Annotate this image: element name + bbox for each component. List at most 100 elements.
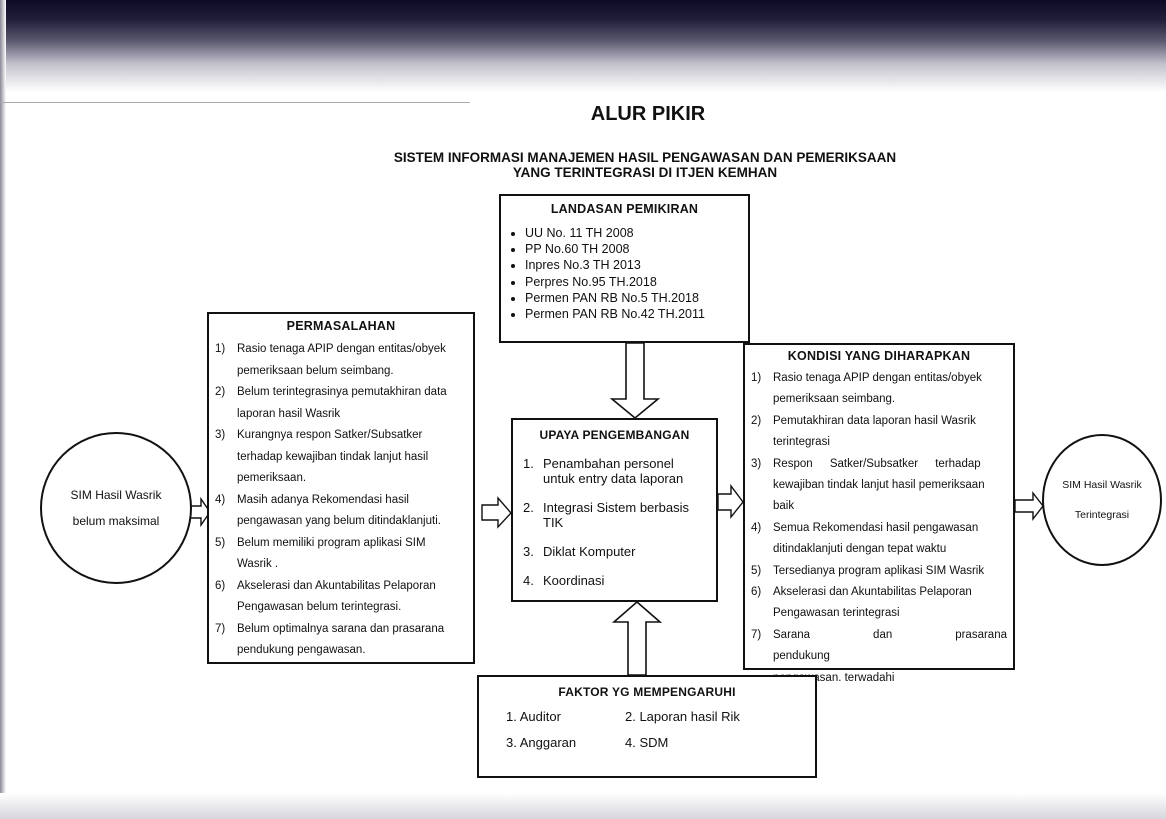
item-line: pemeriksaan belum seimbang. [237,364,394,377]
item-line: Akselerasi dan Akuntabilitas Pelaporan [773,586,972,599]
item-number: 3) [751,457,762,470]
arrow-right-permasalahan-to-upaya [481,496,512,529]
permasalahan-box: PERMASALAHAN 1)Rasio tenaga APIP dengan … [207,312,475,664]
permasalahan-item: 1)Rasio tenaga APIP dengan entitas/obyek… [215,339,467,382]
landasan-pemikiran-box: LANDASAN PEMIKIRAN UU No. 11 TH 2008 PP … [499,194,750,343]
landasan-list: UU No. 11 TH 2008 PP No.60 TH 2008 Inpre… [509,225,740,322]
item-line: Semua Rekomendasi hasil pengawasan [773,521,979,534]
scan-shadow-left [0,0,6,819]
item-line: laporan hasil Wasrik [237,407,341,420]
permasalahan-item: 4) Masih adanya Rekomendasi hasil pengawas… [215,490,467,533]
item-number: 3. [523,544,534,559]
landasan-item: UU No. 11 TH 2008 [525,225,740,241]
item-line: Diklat Komputer [543,544,636,559]
diagram-title: ALUR PIKIR [590,103,706,125]
faktor-item: 1. Auditor [506,709,561,724]
kondisi-item: 1) Rasio tenaga APIP dengan entitas/obyek… [751,368,1007,411]
item-number: 1. [523,456,534,471]
item-number: 7) [751,628,762,641]
item-number: 4. [523,573,534,588]
faktor-item: 3. Anggaran [506,735,577,750]
kondisi-item: 6) Akselerasi dan Akuntabilitas Pelaporan… [751,582,1007,625]
landasan-item: PP No.60 TH 2008 [525,241,740,257]
circle-line: belum maksimal [72,514,160,528]
circle-line: Terintegrasi [1074,509,1130,521]
item-line: terintegrasi [773,436,830,449]
kondisi-item: 3) Respon Satker/Subsatker terhadap kewaji… [751,454,1007,518]
kondisi-item: 2)Pemutakhiran data laporan hasil Wasrik… [751,411,1007,454]
landasan-title: LANDASAN PEMIKIRAN [550,202,699,216]
item-number: 4) [215,493,226,506]
item-line: Wasrik . [237,558,279,570]
item-number: 3) [215,429,226,441]
item-line: Akselerasi dan Akuntabilitas Pelaporan [237,579,436,592]
item-line: pendukung pengawasan. [237,644,366,656]
faktor-mempengaruhi-box: FAKTOR YG MEMPENGARUHI 1. Auditor 2. Lap… [477,675,817,778]
item-number: 1) [215,343,226,355]
item-number: 7) [215,622,226,635]
permasalahan-item: 6) Akselerasi dan Akuntabilitas Pelaporan… [215,576,467,619]
item-line: Integrasi Sistem berbasis [543,500,689,515]
upaya-title: UPAYA PENGEMBANGAN [539,428,690,442]
item-line: Respon Satker/Subsatker terhadap [773,457,981,470]
upaya-pengembangan-box: UPAYA PENGEMBANGAN 1. Penambahan personel… [511,418,718,602]
item-line: Rasio tenaga APIP dengan entitas/obyek [773,372,982,384]
permasalahan-item: 7) Belum optimalnya sarana dan prasarana p… [215,619,467,662]
item-number: 5) [215,536,226,549]
item-line: TIK [543,515,564,530]
arrow-right-kondisi-to-circle [1014,490,1044,522]
circle-line: SIM Hasil Wasrik [70,488,162,502]
item-line: kewajiban tindak lanjut hasil pemeriksaa… [773,479,985,492]
upaya-item: 3. Diklat Komputer [523,544,706,559]
permasalahan-item: 2) Belum terintegrasinya pemutakhiran dat… [215,382,467,425]
item-line: Pengawasan terintegrasi [773,607,900,620]
item-number: 2) [215,386,226,398]
item-line: Kurangnya respon Satker/Subsatker [237,429,423,441]
scan-shadow-top [0,0,1166,92]
item-number: 4) [751,521,762,534]
landasan-item: Perpres No.95 TH.2018 [525,274,740,290]
faktor-item: 2. Laporan hasil Rik [625,709,740,724]
item-line: baik [773,500,795,513]
kondisi-item: 5) Tersedianya program aplikasi SIM Wasri… [751,561,1007,582]
item-number: 5) [751,564,762,577]
item-number: 6) [215,579,226,592]
permasalahan-item: 3) Kurangnya respon Satker/Subsatker terha… [215,425,467,490]
start-circle: SIM Hasil Wasrik belum maksimal [40,432,192,584]
faktor-list: 1. Auditor 2. Laporan hasil Rik 3. Angga… [489,709,805,769]
item-line: Belum memiliki program aplikasi SIM [237,536,426,549]
permasalahan-item: 5) Belum memiliki program aplikasi SIM Was… [215,533,467,576]
item-line: pengawasan yang belum ditindaklanjuti. [237,515,441,527]
item-line: Tersedianya program aplikasi SIM Wasrik [773,564,985,577]
landasan-item: Permen PAN RB No.5 TH.2018 [525,290,740,306]
subtitle-line-2: YANG TERINTEGRASI DI ITJEN KEMHAN [512,165,778,180]
diagram-subtitle: SISTEM INFORMASI MANAJEMEN HASIL PENGAWA… [300,150,990,180]
scan-shadow-bottom [0,793,1166,819]
item-line: pemeriksaan seimbang. [773,393,896,406]
item-line: Penambahan personel [543,456,674,471]
faktor-title: FAKTOR YG MEMPENGARUHI [558,685,736,699]
item-line: Masih adanya Rekomendasi hasil [237,493,409,506]
item-number: 1) [751,372,762,384]
item-line: Pengawasan belum terintegrasi. [237,601,402,613]
item-number: 2) [751,414,762,427]
scan-line [0,102,470,103]
arrow-down-landasan [609,342,661,420]
item-line: Belum terintegrasinya pemutakhiran data [237,386,447,398]
subtitle-line-1: SISTEM INFORMASI MANAJEMEN HASIL PENGAWA… [393,150,897,165]
item-line: Belum optimalnya sarana dan prasarana [237,622,445,635]
item-number: 2. [523,500,534,515]
item-line: Sarana dan prasarana pendukung [773,628,1007,663]
kondisi-title: KONDISI YANG DIHARAPKAN [787,349,971,363]
item-line: pemeriksaan. [237,472,307,484]
circle-line: SIM Hasil Wasrik [1062,479,1142,491]
kondisi-diharapkan-box: KONDISI YANG DIHARAPKAN 1) Rasio tenaga A… [743,343,1015,684]
item-line: terhadap kewajiban tindak lanjut hasil [237,450,429,463]
item-number: 6) [751,586,762,599]
permasalahan-title: PERMASALAHAN [286,319,396,333]
